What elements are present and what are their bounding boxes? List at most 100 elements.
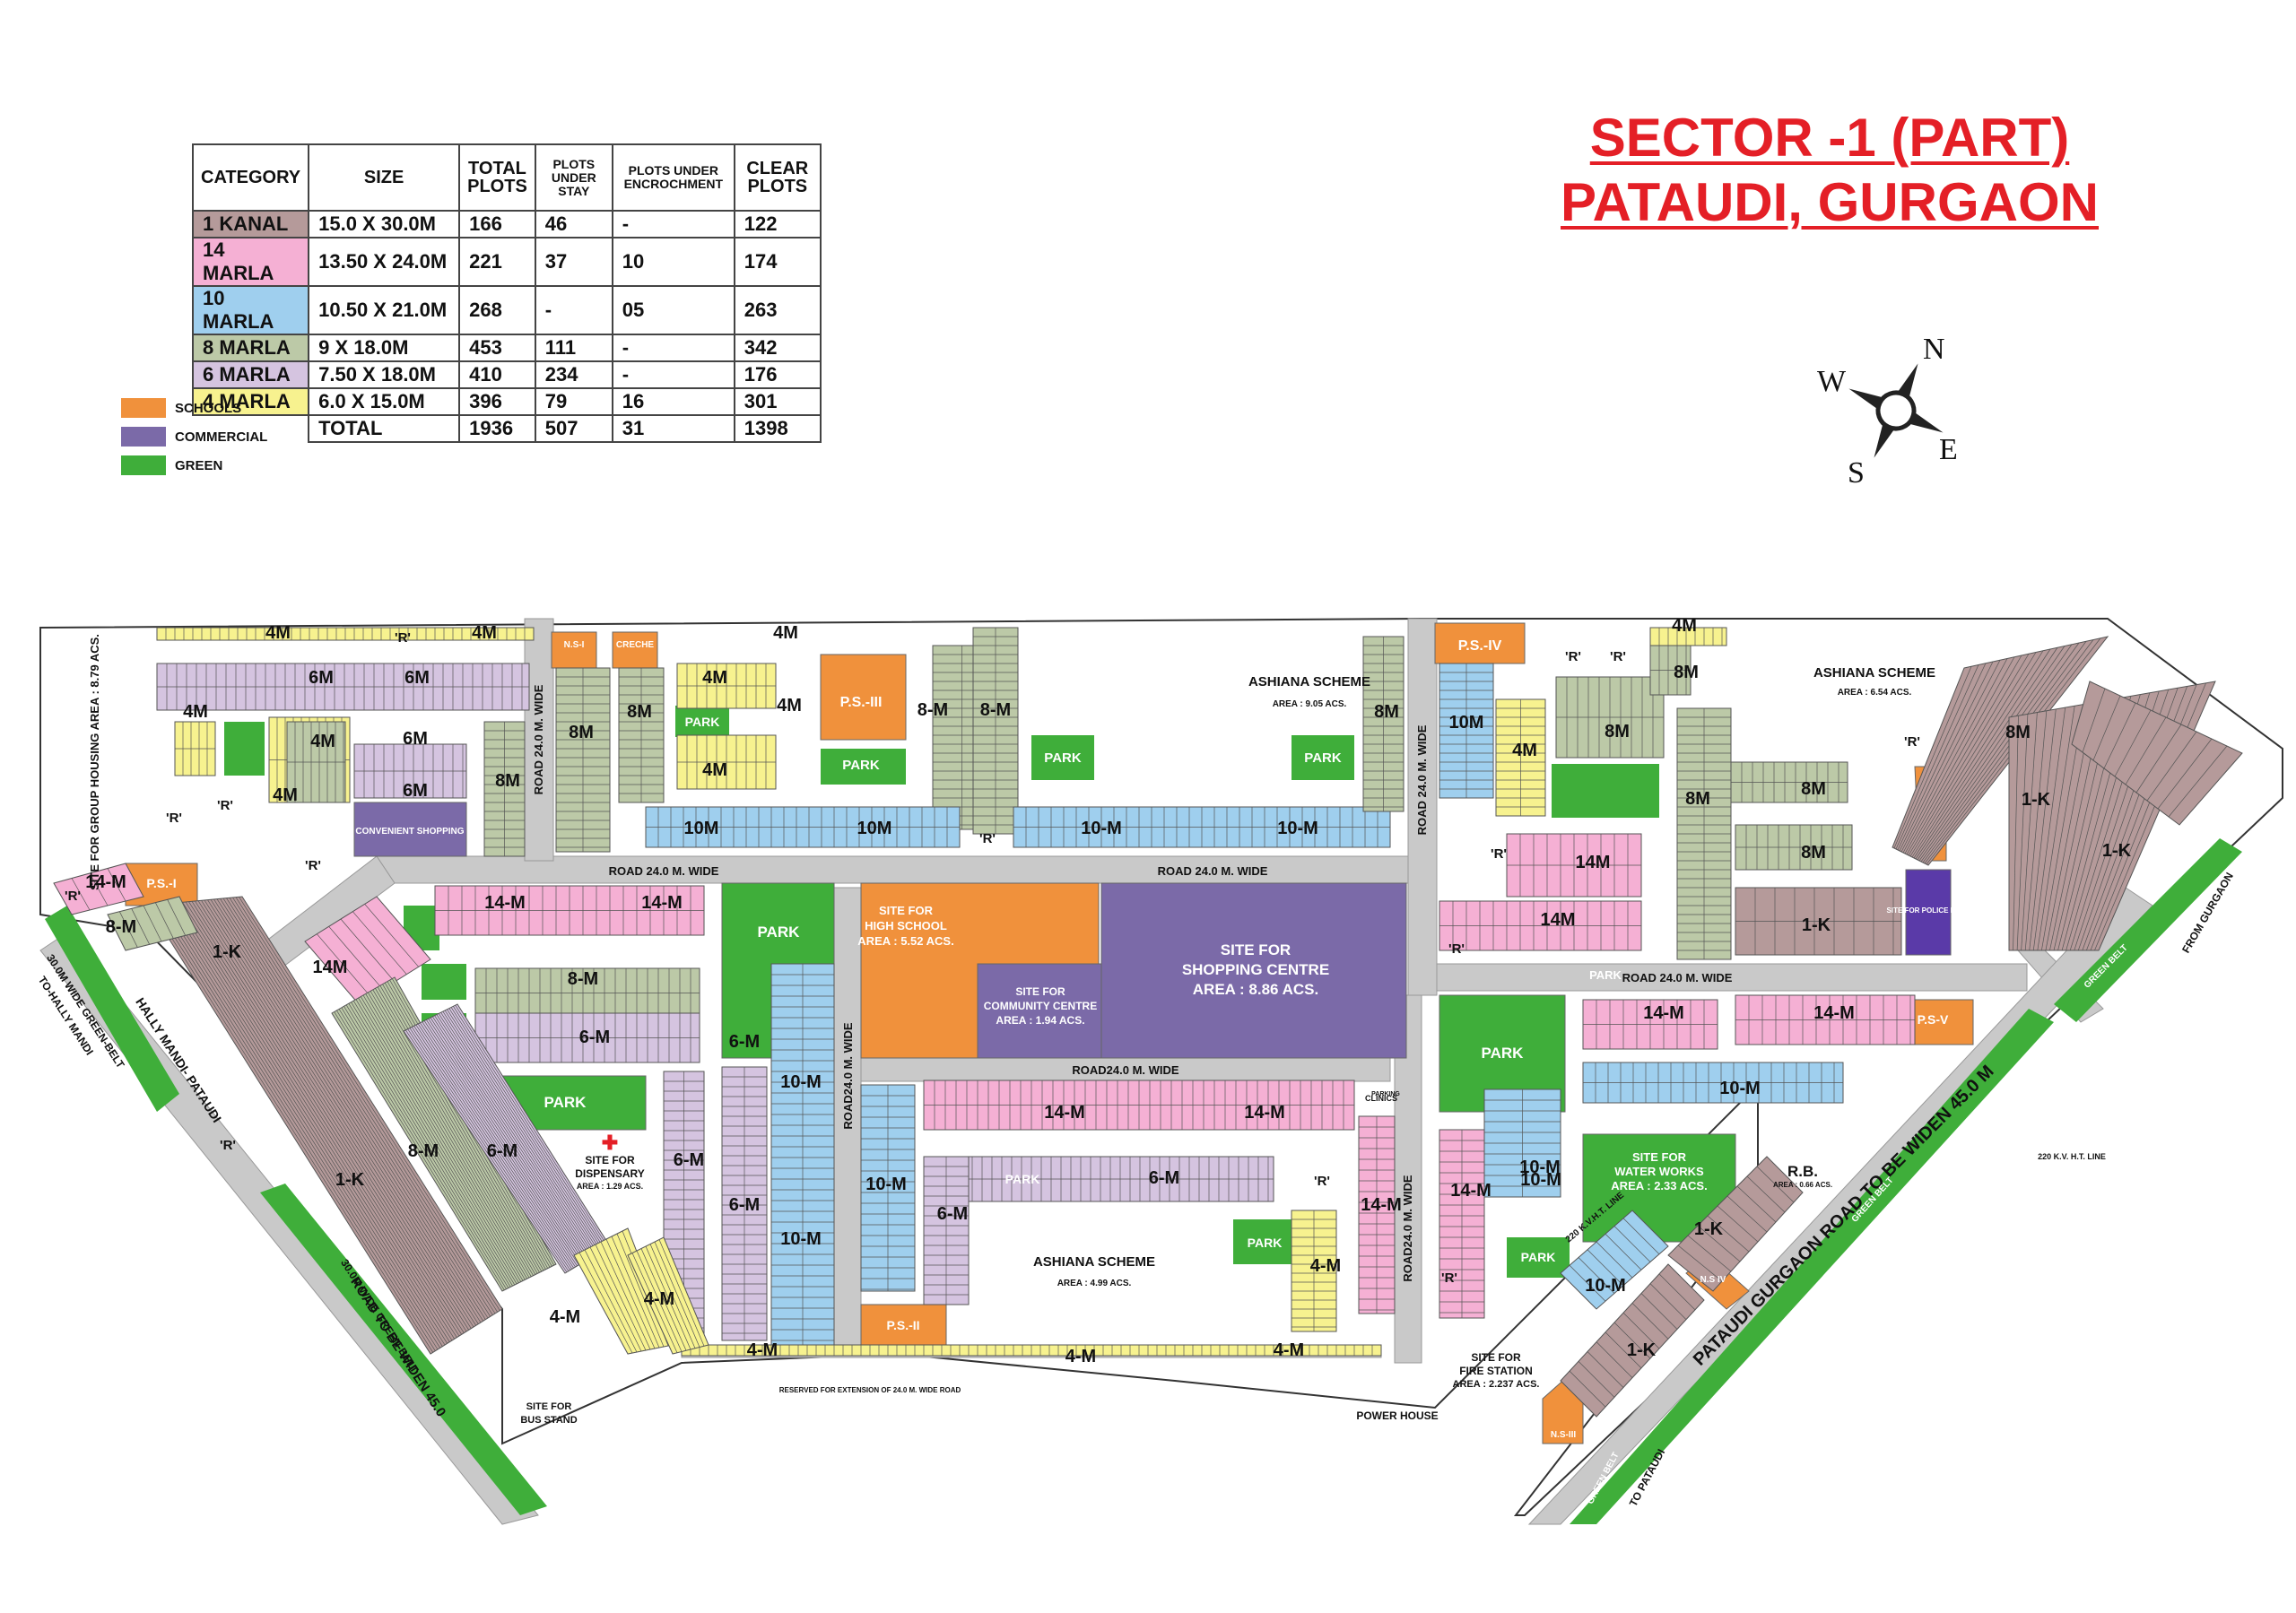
bus-stand-label-1: SITE FOR [526,1401,572,1412]
ns3-label: N.S-III [1551,1430,1577,1440]
plot-block [474,1012,700,1063]
park-label: PARK [1248,1236,1283,1250]
plot-block [1358,1115,1396,1314]
plot-block [1735,994,1916,1045]
park-label: PARK [1589,968,1622,982]
block-label: 8M [1605,722,1630,741]
block-label: 8M [627,702,652,722]
block-label: 4-M [1065,1347,1096,1366]
title-line-1: SECTOR -1 (PART) [1589,108,2070,168]
plot-block [1735,887,1902,956]
r-marker: 'R' [979,831,996,846]
block-label: 4M [1672,616,1697,636]
cell-size: 10.50 X 21.0M [308,285,461,335]
block-label: 10-M [865,1175,907,1194]
plot-block [1291,1210,1337,1332]
block-label: 4M [777,696,802,715]
block-label: 8M [1801,843,1826,863]
plot-block [1735,824,1853,871]
road-24-east-label: ROAD 24.0 M. WIDE [1622,971,1733,984]
road-24-vertical-left-label: ROAD 24.0 M. WIDE [532,684,545,794]
block-label: 4M [310,732,335,751]
park-label: PARK [1521,1250,1556,1264]
cell-total: 268 [458,285,536,335]
plot-block [681,1344,1382,1357]
legend-item: SCHOOLS [121,395,267,421]
road-24-label: ROAD 24.0 M. WIDE [609,864,719,878]
park-label: PARK [544,1094,587,1111]
cell-clear: 263 [733,285,822,335]
ps3-label: P.S.-III [840,695,883,710]
high-school-label-2: HIGH SCHOOL [865,919,947,932]
block-label: 6-M [729,1032,760,1052]
road-24-vertical-right-label: ROAD 24.0 M. WIDE [1415,724,1429,835]
ns1-label: N.S-I [564,640,585,650]
plot-block [1667,1156,1804,1292]
cell-stay: 37 [534,237,613,287]
ashiana-bottom-area: AREA : 4.99 ACS. [1057,1279,1132,1288]
park-label: PARK [1005,1172,1040,1186]
block-label: 10-M [1719,1079,1761,1098]
ps3-site [820,654,907,741]
plot-block [2071,681,2243,826]
block-label: 4-M [747,1340,778,1360]
road-24-vertical-lower-label: ROAD24.0 M. WIDE [1401,1175,1414,1282]
legend-label: COMMERCIAL [175,429,268,445]
block-label: 8M [569,723,594,742]
cell-category: 10 MARLA [191,285,310,335]
block-label: 1-K [1694,1219,1724,1239]
cell-clear: 122 [733,210,822,238]
block-label: 8M [1674,663,1699,682]
compass-icon: N W E S [1817,333,1958,490]
cell-total: 453 [458,334,536,362]
ns1-site [551,631,597,669]
header-category: CATEGORY [191,143,310,212]
cell-category: 4 MARLA [191,387,310,416]
ashiana-top-area: AREA : 9.05 ACS. [1273,699,1347,709]
cell-encroachment: 10 [611,237,735,287]
plot-block [1483,1088,1561,1198]
road-24-vertical-center [833,887,862,1346]
shopping-centre-site [1100,882,1407,1059]
cell-encroachment: 05 [611,285,735,335]
r-marker: 'R' [1314,1174,1330,1189]
legend-label: GREEN [175,457,223,473]
cell-encroachment: 16 [611,387,735,416]
plot-block [627,1236,709,1355]
ps4-site [1434,622,1526,664]
ps4-label: P.S.-IV [1458,638,1502,654]
cell-total: 166 [458,210,536,238]
park-sw [224,722,265,776]
r-marker: 'R' [220,1138,236,1153]
table-header-row: CATEGORY SIZE TOTAL PLOTS PLOTS UNDER ST… [191,143,822,212]
plot-block [770,963,835,1355]
block-label: 8M [1801,779,1826,799]
cell-category: 8 MARLA [191,334,310,362]
legend-swatch-schools [121,398,166,418]
block-label: 4M [273,785,298,805]
plot-block [1676,707,1732,960]
block-label: 1-K [213,942,242,962]
legend-item: COMMERCIAL [121,423,267,450]
police-post-label: SITE FOR POLICE POST [1887,906,1970,915]
block-label: 1-K [1802,915,1831,935]
plot-block [107,896,198,951]
ashiana-right-area: AREA : 6.54 ACS. [1838,688,1912,698]
r-markers: 'R' 'R' 'R' 'R' 'R' 'R' 'R' 'R' 'R' 'R' … [65,630,1920,1286]
shopping-label-1: SITE FOR [1221,941,1291,958]
map-title: SECTOR -1 (PART) PATAUDI, GURGAON [1525,106,2135,235]
cell-empty [193,414,310,442]
block-label: 8-M [918,700,948,720]
block-label: 4M [702,760,727,780]
block-label: 10M [684,819,719,838]
r-marker: 'R' [395,630,411,646]
block-label: 6-M [729,1195,760,1215]
bus-stand-label-2: BUS STAND [520,1415,577,1426]
plot-block [1439,663,1494,799]
ps2-label: P.S.-II [886,1318,919,1332]
ht-line-label: 220 K.V. H.T. LINE [2038,1152,2106,1161]
